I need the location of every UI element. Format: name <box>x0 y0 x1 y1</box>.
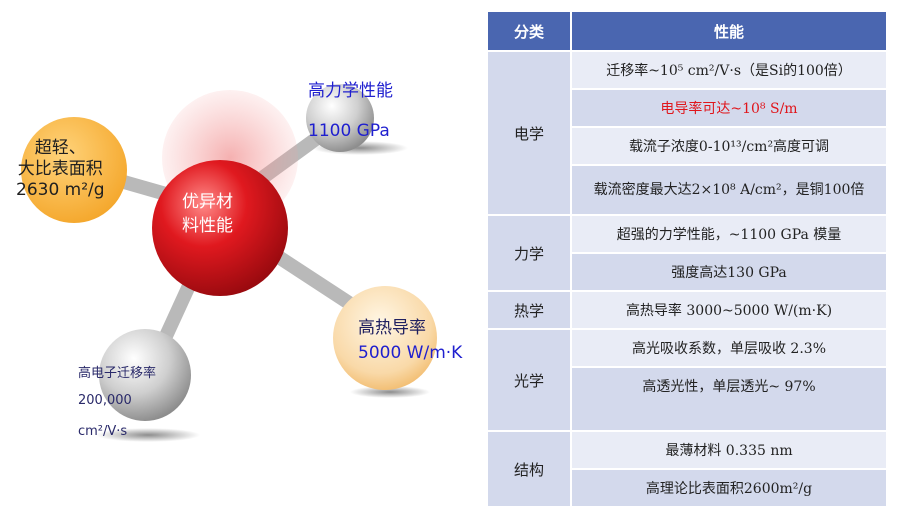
table-row: 载流子浓度0-10¹³/cm²高度可调 <box>487 126 888 166</box>
property-cell: 最薄材料 0.335 nm <box>570 430 888 470</box>
thermal-label-title: 高热导率 <box>358 318 426 338</box>
properties-table: 分类 性能 电学 迁移率~10⁵ cm²/V·s（是Si的100倍） 电导率可达… <box>486 10 888 508</box>
lightweight-line3: 2630 m²/g <box>16 180 105 200</box>
molecule-diagram: 优异材 料性能 超轻、 大比表面积 2630 m²/g 高力学性能 1100 G… <box>16 81 463 442</box>
category-electrical: 电学 <box>486 50 572 216</box>
hub-label-line1: 优异材 <box>182 192 233 212</box>
atom-electron <box>99 329 191 421</box>
table-row: 热学 高热导率 3000~5000 W/(m·K) <box>486 290 888 330</box>
property-cell-highlight: 电导率可达~10⁸ S/m <box>570 88 888 128</box>
table-header-row: 分类 性能 <box>486 10 888 52</box>
mechanical-label-value: 1100 GPa <box>308 121 390 141</box>
table-row: 强度高达130 GPa <box>487 252 888 292</box>
property-cell: 高理论比表面积2600m²/g <box>570 468 888 508</box>
header-category: 分类 <box>486 10 572 52</box>
property-cell: 载流子浓度0-10¹³/cm²高度可调 <box>570 126 888 166</box>
atom-mechanical <box>306 84 374 152</box>
property-cell: 高光吸收系数，单层吸收 2.3% <box>570 328 888 368</box>
lightweight-label: 超轻、 大比表面积 2630 m²/g <box>16 138 105 201</box>
category-mechanical: 力学 <box>486 214 572 292</box>
property-cell: 高透光性，单层透光~ 97% <box>570 366 888 432</box>
lightweight-line2: 大比表面积 <box>17 159 103 179</box>
shadow <box>96 428 200 442</box>
hub-label: 优异材 料性能 <box>182 190 233 238</box>
category-optical: 光学 <box>486 328 572 432</box>
electron-label-title: 高电子迁移率 <box>78 366 157 381</box>
atom-hub <box>152 160 288 296</box>
electron-label-unit: cm²/V·s <box>78 424 128 439</box>
electron-label-value: 200,000 <box>78 393 132 408</box>
property-cell: 载流密度最大达2×10⁸ A/cm²，是铜100倍 <box>570 164 888 216</box>
mechanical-label-title: 高力学性能 <box>308 81 393 101</box>
header-property: 性能 <box>570 10 888 52</box>
table-row: 载流密度最大达2×10⁸ A/cm²，是铜100倍 <box>487 164 888 216</box>
lightweight-line1: 超轻、 <box>34 138 86 158</box>
category-structure: 结构 <box>486 430 572 508</box>
shadow <box>350 386 430 398</box>
thermal-label-value: 5000 W/m·K <box>358 343 463 363</box>
table-row: 电学 迁移率~10⁵ cm²/V·s（是Si的100倍） <box>486 50 888 216</box>
property-cell: 强度高达130 GPa <box>570 252 888 292</box>
table-row: 电导率可达~10⁸ S/m <box>487 88 888 128</box>
property-cell: 高热导率 3000~5000 W/(m·K) <box>570 290 888 330</box>
table-row: 高透光性，单层透光~ 97% <box>487 366 888 432</box>
table-row: 高理论比表面积2600m²/g <box>487 468 888 508</box>
table-row: 力学 超强的力学性能，~1100 GPa 模量 <box>486 214 888 292</box>
table-row: 结构 最薄材料 0.335 nm <box>486 430 888 508</box>
atom-thermal <box>333 286 437 390</box>
table-row: 光学 高光吸收系数，单层吸收 2.3% <box>486 328 888 432</box>
property-cell: 超强的力学性能，~1100 GPa 模量 <box>570 214 888 254</box>
hub-label-line2: 料性能 <box>182 216 233 236</box>
category-thermal: 热学 <box>486 290 572 330</box>
molecule-graphic <box>21 84 437 442</box>
atom-lightweight <box>21 117 127 223</box>
property-cell: 迁移率~10⁵ cm²/V·s（是Si的100倍） <box>570 50 888 90</box>
